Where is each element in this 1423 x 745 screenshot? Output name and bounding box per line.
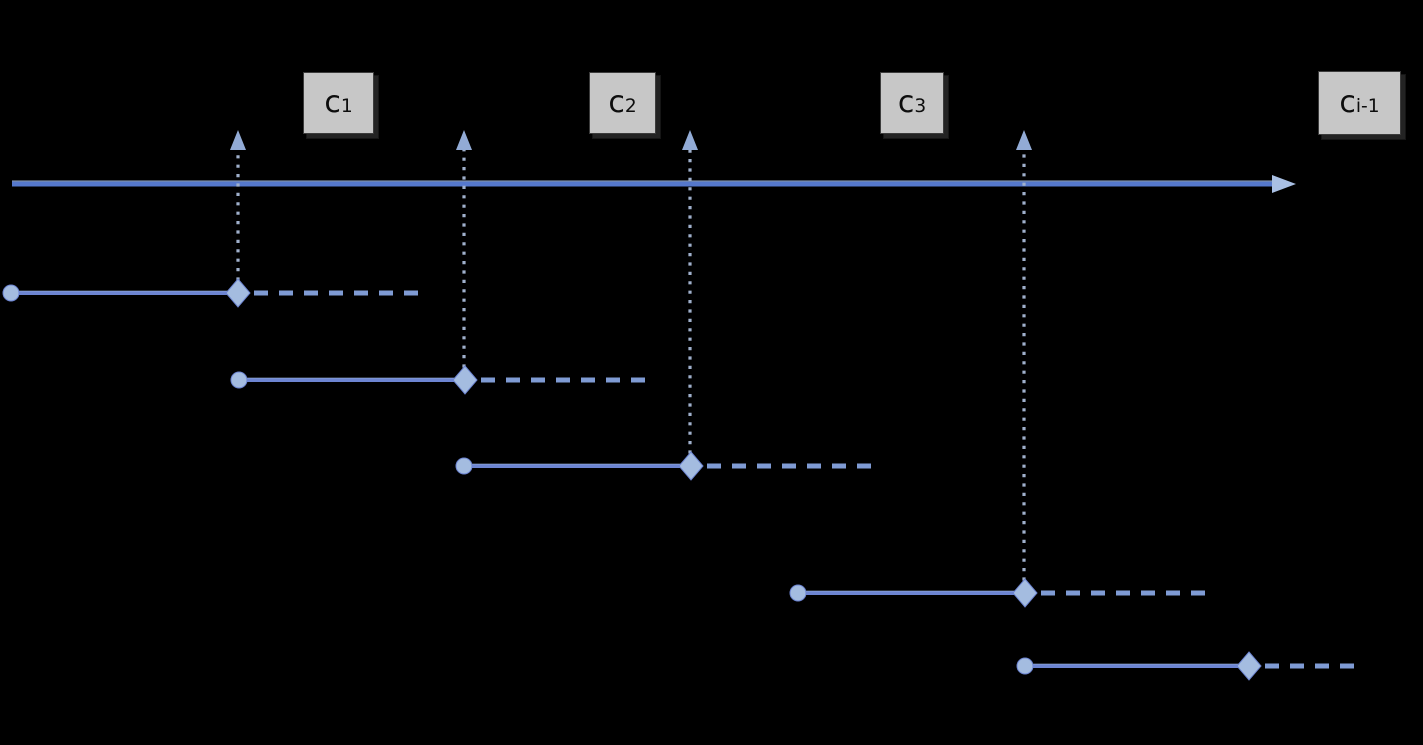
checkpoint-diamond-marker-5 xyxy=(1236,651,1262,681)
checkpoint-arrowhead-icon-1 xyxy=(230,130,246,150)
interval-start-dot-4 xyxy=(789,584,807,602)
checkpoint-arrowhead-icon-3 xyxy=(682,130,698,150)
interval-start-dot-1 xyxy=(2,284,20,302)
timeline-arrowhead-icon xyxy=(1272,175,1296,193)
checkpoint-label-text: c xyxy=(897,85,915,120)
interval-start-dot-5 xyxy=(1016,657,1034,675)
checkpoint-label-subscript: 1 xyxy=(340,95,353,117)
interval-start-dot-2 xyxy=(230,371,248,389)
checkpoint-label-text: c xyxy=(1339,85,1356,120)
checkpoint-arrowhead-icon-2 xyxy=(456,130,472,150)
checkpoint-diamond-marker-1 xyxy=(225,278,251,308)
checkpoint-label-subscript: i-1 xyxy=(1355,95,1380,117)
checkpoint-arrowhead-icon-4 xyxy=(1016,130,1032,150)
checkpoint-diamond-marker-2 xyxy=(452,365,478,395)
checkpoint-diamond-marker-3 xyxy=(678,451,704,481)
checkpoint-label-text: c xyxy=(324,85,341,120)
checkpoint-label-subscript: 2 xyxy=(624,95,637,117)
interval-start-dot-3 xyxy=(455,457,473,475)
checkpoint-label-subscript: 3 xyxy=(914,95,927,117)
checkpoint-diamond-marker-4 xyxy=(1012,578,1038,608)
checkpoint-label-text: c xyxy=(608,85,625,120)
